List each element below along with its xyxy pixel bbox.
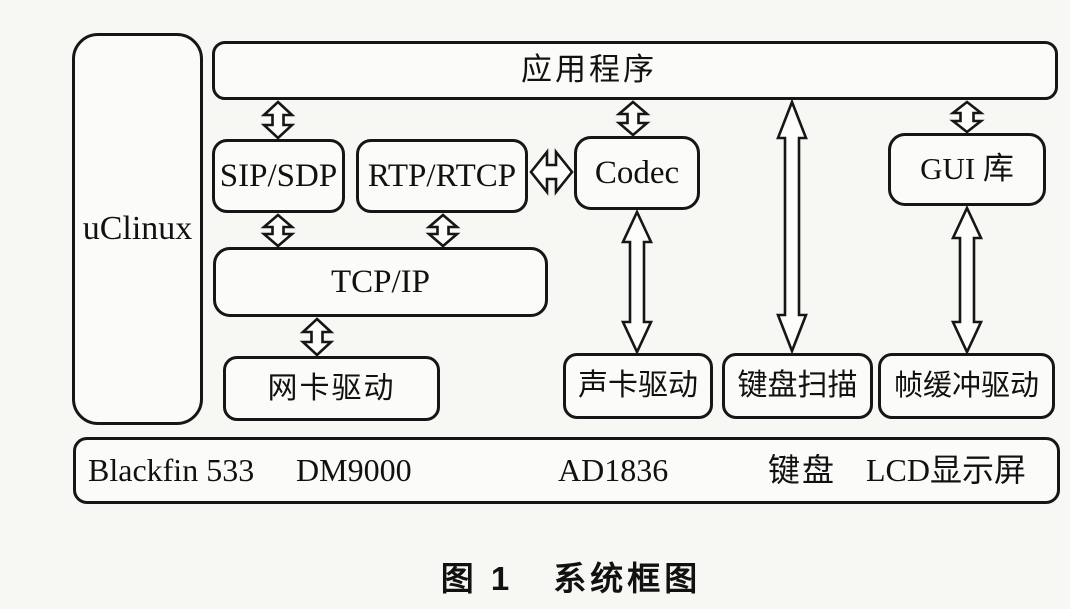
figure-caption: 图 1 系统框图: [0, 552, 1070, 600]
tcp-ip-label: TCP/IP: [330, 263, 431, 300]
figure-number: 图 1: [440, 560, 514, 597]
hardware-item-lcd: LCD显示屏: [866, 451, 1027, 488]
gui-lib-box: GUI 库: [888, 133, 1046, 206]
uclinux-box: uClinux: [72, 33, 203, 425]
arrow-application-gui-lib: [947, 100, 987, 134]
keyboard-scan-box: 键盘扫描: [722, 353, 873, 419]
hardware-item-blackfin: Blackfin 533: [88, 451, 255, 488]
framebuffer-driver-box: 帧缓冲驱动: [878, 353, 1055, 419]
hardware-item-dm9000: DM9000: [296, 451, 412, 488]
gui-lib-label: GUI 库: [920, 151, 1014, 187]
uclinux-label: uClinux: [82, 210, 193, 248]
sip-sdp-box: SIP/SDP: [212, 139, 345, 213]
arrow-codec-sound-driver: [617, 208, 657, 356]
codec-label: Codec: [594, 154, 680, 191]
sip-sdp-label: SIP/SDP: [219, 157, 338, 194]
rtp-rtcp-label: RTP/RTCP: [367, 157, 517, 194]
arrow-application-keyboard-scan: [772, 98, 812, 355]
arrow-application-sip-sdp: [259, 100, 297, 140]
arrow-tcp-ip-nic-driver: [298, 317, 336, 357]
hardware-item-keyboard: 键盘: [768, 451, 837, 488]
sound-driver-label: 声卡驱动: [578, 369, 698, 403]
rtp-rtcp-box: RTP/RTCP: [356, 139, 528, 213]
nic-driver-label: 网卡驱动: [267, 371, 396, 405]
hardware-box: Blackfin 533 DM9000 AD1836 键盘 LCD显示屏: [73, 437, 1060, 504]
application-label: 应用程序: [521, 52, 657, 88]
nic-driver-box: 网卡驱动: [223, 356, 440, 421]
framebuffer-driver-label: 帧缓冲驱动: [893, 369, 1039, 402]
sound-driver-box: 声卡驱动: [563, 353, 713, 419]
arrow-rtp-rtcp-codec: [529, 148, 574, 196]
application-box: 应用程序: [212, 41, 1058, 100]
arrow-application-codec: [614, 100, 652, 137]
hardware-item-ad1836: AD1836: [558, 451, 669, 488]
arrow-rtp-rtcp-tcp-ip: [424, 213, 462, 248]
arrow-sip-sdp-tcp-ip: [259, 213, 297, 248]
tcp-ip-box: TCP/IP: [213, 247, 548, 317]
keyboard-scan-label: 键盘扫描: [737, 369, 858, 403]
arrow-gui-lib-framebuffer-driver: [947, 204, 987, 356]
figure-title: 系统框图: [553, 560, 702, 597]
codec-box: Codec: [574, 136, 700, 210]
